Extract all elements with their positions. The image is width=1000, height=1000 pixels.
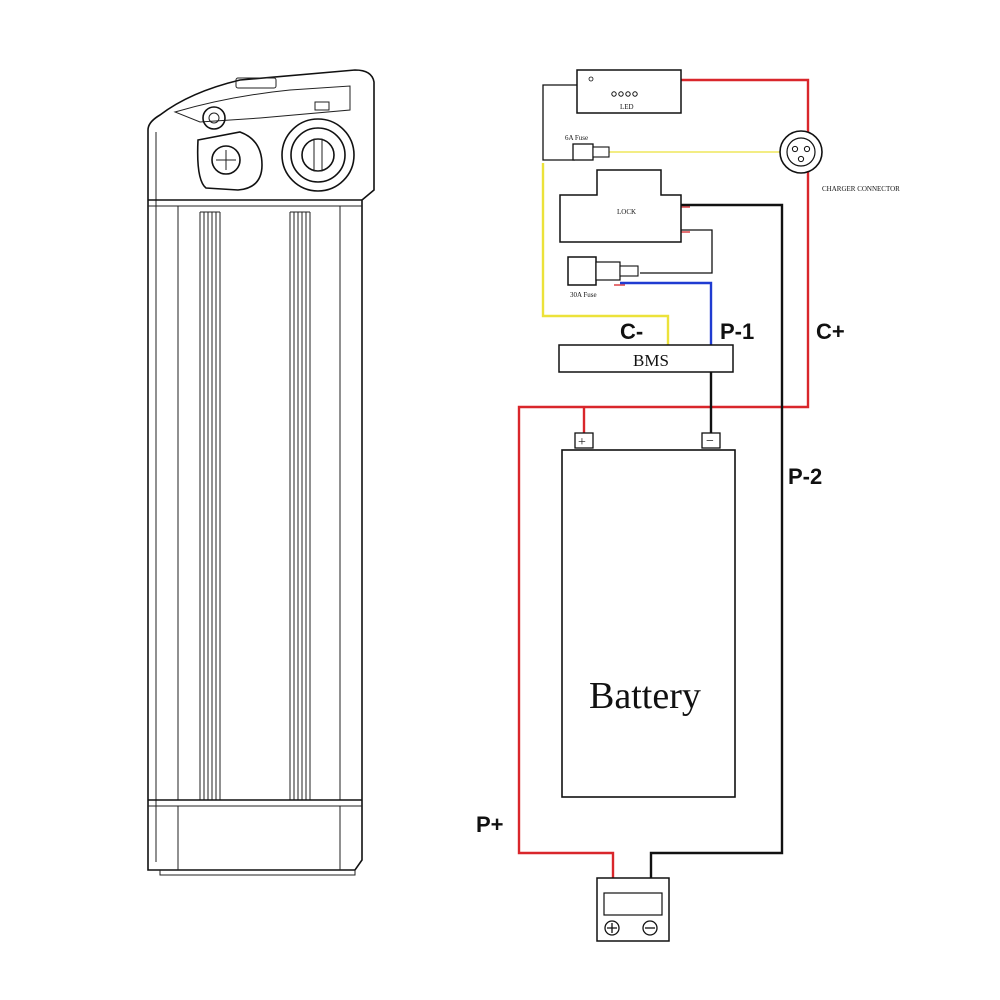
lock-box <box>559 169 682 243</box>
blue-wire-p1 <box>620 281 713 346</box>
small-fuse <box>572 143 610 161</box>
label-c-plus: C+ <box>816 319 845 344</box>
key-slot <box>216 150 236 170</box>
led-dots <box>611 91 638 97</box>
charge-port-outer <box>281 118 355 192</box>
charger-connector-icon <box>779 130 823 174</box>
led-label: LED <box>620 103 634 111</box>
cap-latch <box>314 101 330 111</box>
wiring-diagram: LED 6A Fuse CHARGER CONNECTOR LOCK 30A F… <box>476 69 900 942</box>
charge-port-ring <box>290 127 346 183</box>
charge-port-key <box>313 138 323 172</box>
battery-positive-label: + <box>578 435 586 450</box>
key-lock-icon <box>211 145 241 175</box>
battery-negative-label: − <box>706 434 714 449</box>
cap-screw-inner <box>208 112 220 124</box>
output-connector <box>596 877 670 942</box>
charger-connector-label: CHARGER CONNECTOR <box>822 185 900 193</box>
bms-box <box>558 344 734 373</box>
battery-negative-terminal <box>701 432 721 449</box>
main-fuse <box>567 256 639 286</box>
battery-label: Battery <box>589 675 701 717</box>
main-fuse-label: 30A Fuse <box>570 291 597 299</box>
cap-contour <box>173 85 351 123</box>
bms-label: BMS <box>633 351 669 370</box>
black-wire-led <box>542 84 577 161</box>
label-p2: P-2 <box>788 464 822 489</box>
battery-cell-box <box>561 449 736 798</box>
housing-outline <box>147 69 375 871</box>
led-box-hole <box>588 76 594 82</box>
red-wire-c-plus <box>517 78 810 878</box>
key-lock-housing <box>196 131 263 191</box>
housing-inner-edge <box>155 132 356 876</box>
small-fuse-label: 6A Fuse <box>565 134 588 142</box>
battery-pack-housing <box>147 69 375 876</box>
label-p1: P-1 <box>720 319 754 344</box>
black-wire-p2 <box>649 203 784 878</box>
charge-port-icon <box>301 138 335 172</box>
yellow-wire-c-minus <box>541 163 670 345</box>
cap-top-tab <box>235 77 277 89</box>
side-rails <box>177 206 341 801</box>
battery-positive-terminal <box>574 432 594 449</box>
lock-label: LOCK <box>617 208 636 216</box>
label-c-minus: C- <box>620 319 643 344</box>
label-p-plus: P+ <box>476 812 504 837</box>
black-wire-lock-fuse <box>640 229 713 274</box>
cap-screw <box>202 106 226 130</box>
